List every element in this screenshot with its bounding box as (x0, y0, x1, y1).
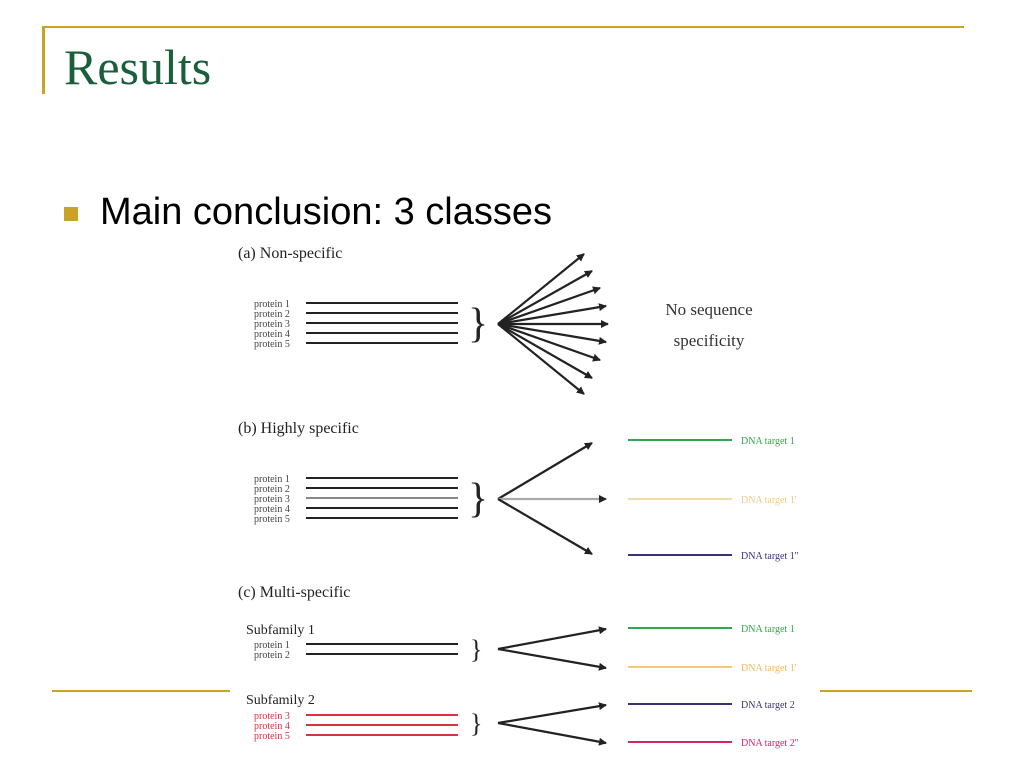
panel-a-arrow (497, 323, 593, 379)
frame-left-rule (42, 26, 45, 94)
panel-a-result-line2: specificity (674, 331, 745, 350)
panel-a-arrow (497, 323, 585, 395)
panel-b-target-label: DNA target 1 (741, 436, 795, 447)
footer-rule-left (52, 690, 230, 692)
panel-b-protein-label: protein 2 (254, 484, 290, 495)
panel-a-title: (a) Non-specific (238, 245, 342, 262)
subfamily2-target-label: DNA target 2 (741, 700, 795, 711)
panel-a-protein-label: protein 4 (254, 329, 290, 340)
panel-b-target-label: DNA target 1'' (741, 551, 798, 562)
panel-a-arrow (497, 286, 601, 326)
panel-b-protein-label: protein 3 (254, 494, 290, 505)
bullet-text: Main conclusion: 3 classes (100, 191, 552, 233)
panel-b-title: (b) Highly specific (238, 420, 359, 437)
panel-a-arrow (497, 322, 607, 345)
frame-top-rule (42, 26, 964, 28)
panel-a-protein-label: protein 1 (254, 299, 290, 310)
subfamily2-protein-label: protein 5 (254, 731, 290, 742)
panel-b-protein-label: protein 5 (254, 514, 290, 525)
slide-title: Results (64, 39, 212, 95)
subfamily2-protein-label: protein 3 (254, 711, 290, 722)
subfamily1-arrow (497, 647, 607, 671)
subfamily1-target-label: DNA target 1 (741, 624, 795, 635)
subfamily1-title: Subfamily 1 (246, 623, 315, 638)
panel-b-target-label: DNA target 1' (741, 495, 797, 506)
panel-a-arrow (497, 303, 607, 326)
subfamily2-arrow (497, 721, 607, 746)
panel-b-arrow (497, 498, 593, 555)
panel-a-protein-label: protein 2 (254, 309, 290, 320)
subfamily1-brace: } (470, 635, 482, 664)
panel-a-protein-label: protein 3 (254, 319, 290, 330)
bullet-square-icon (64, 207, 78, 221)
specificity-diagram: (a) Non-specific protein 1 protein 2 pro… (230, 238, 820, 768)
subfamily1-target-label: DNA target 1' (741, 663, 797, 674)
subfamily2-arrow (497, 702, 607, 725)
subfamily2-title: Subfamily 2 (246, 693, 315, 708)
subfamily2-protein-label: protein 4 (254, 721, 290, 732)
footer-rule-right (820, 690, 972, 692)
panel-a-arrow (497, 322, 601, 362)
panel-b-protein-label: protein 1 (254, 474, 290, 485)
panel-b-protein-label: protein 4 (254, 504, 290, 515)
subfamily2-target-label: DNA target 2'' (741, 738, 798, 749)
panel-a-brace: } (468, 301, 488, 347)
panel-a-arrow (497, 270, 593, 325)
diagram-svg: (a) Non-specific protein 1 protein 2 pro… (238, 245, 798, 749)
subfamily1-protein-label: protein 1 (254, 640, 290, 651)
panel-a-protein-label: protein 5 (254, 339, 290, 350)
subfamily1-arrow (497, 626, 607, 651)
panel-b-arrow (497, 442, 593, 500)
panel-b-brace: } (468, 476, 488, 522)
panel-a-arrow (497, 253, 585, 325)
panel-c-title: (c) Multi-specific (238, 584, 350, 601)
panel-a-result-line1: No sequence (665, 300, 752, 319)
subfamily2-brace: } (470, 709, 482, 738)
subfamily1-protein-label: protein 2 (254, 650, 290, 661)
